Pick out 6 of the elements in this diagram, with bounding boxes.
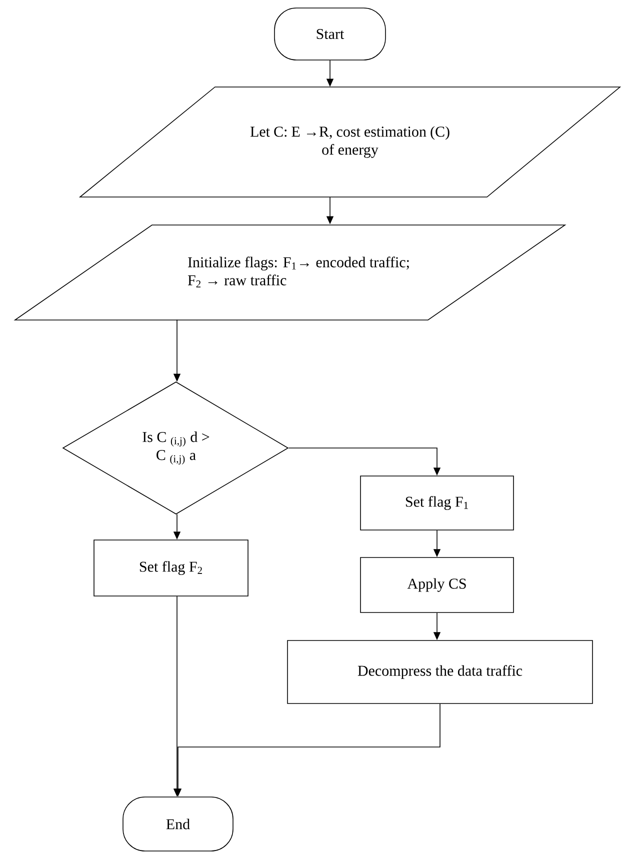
- process-box: Set flag F$_{1}$: [360, 476, 514, 530]
- process-box: Set flag F$_{2}$: [94, 540, 248, 596]
- terminal-box: End: [122, 796, 234, 852]
- process-box: Apply CS: [360, 557, 514, 613]
- process-box: Decompress the data traffic: [287, 640, 593, 704]
- terminal-box: Start: [274, 8, 386, 60]
